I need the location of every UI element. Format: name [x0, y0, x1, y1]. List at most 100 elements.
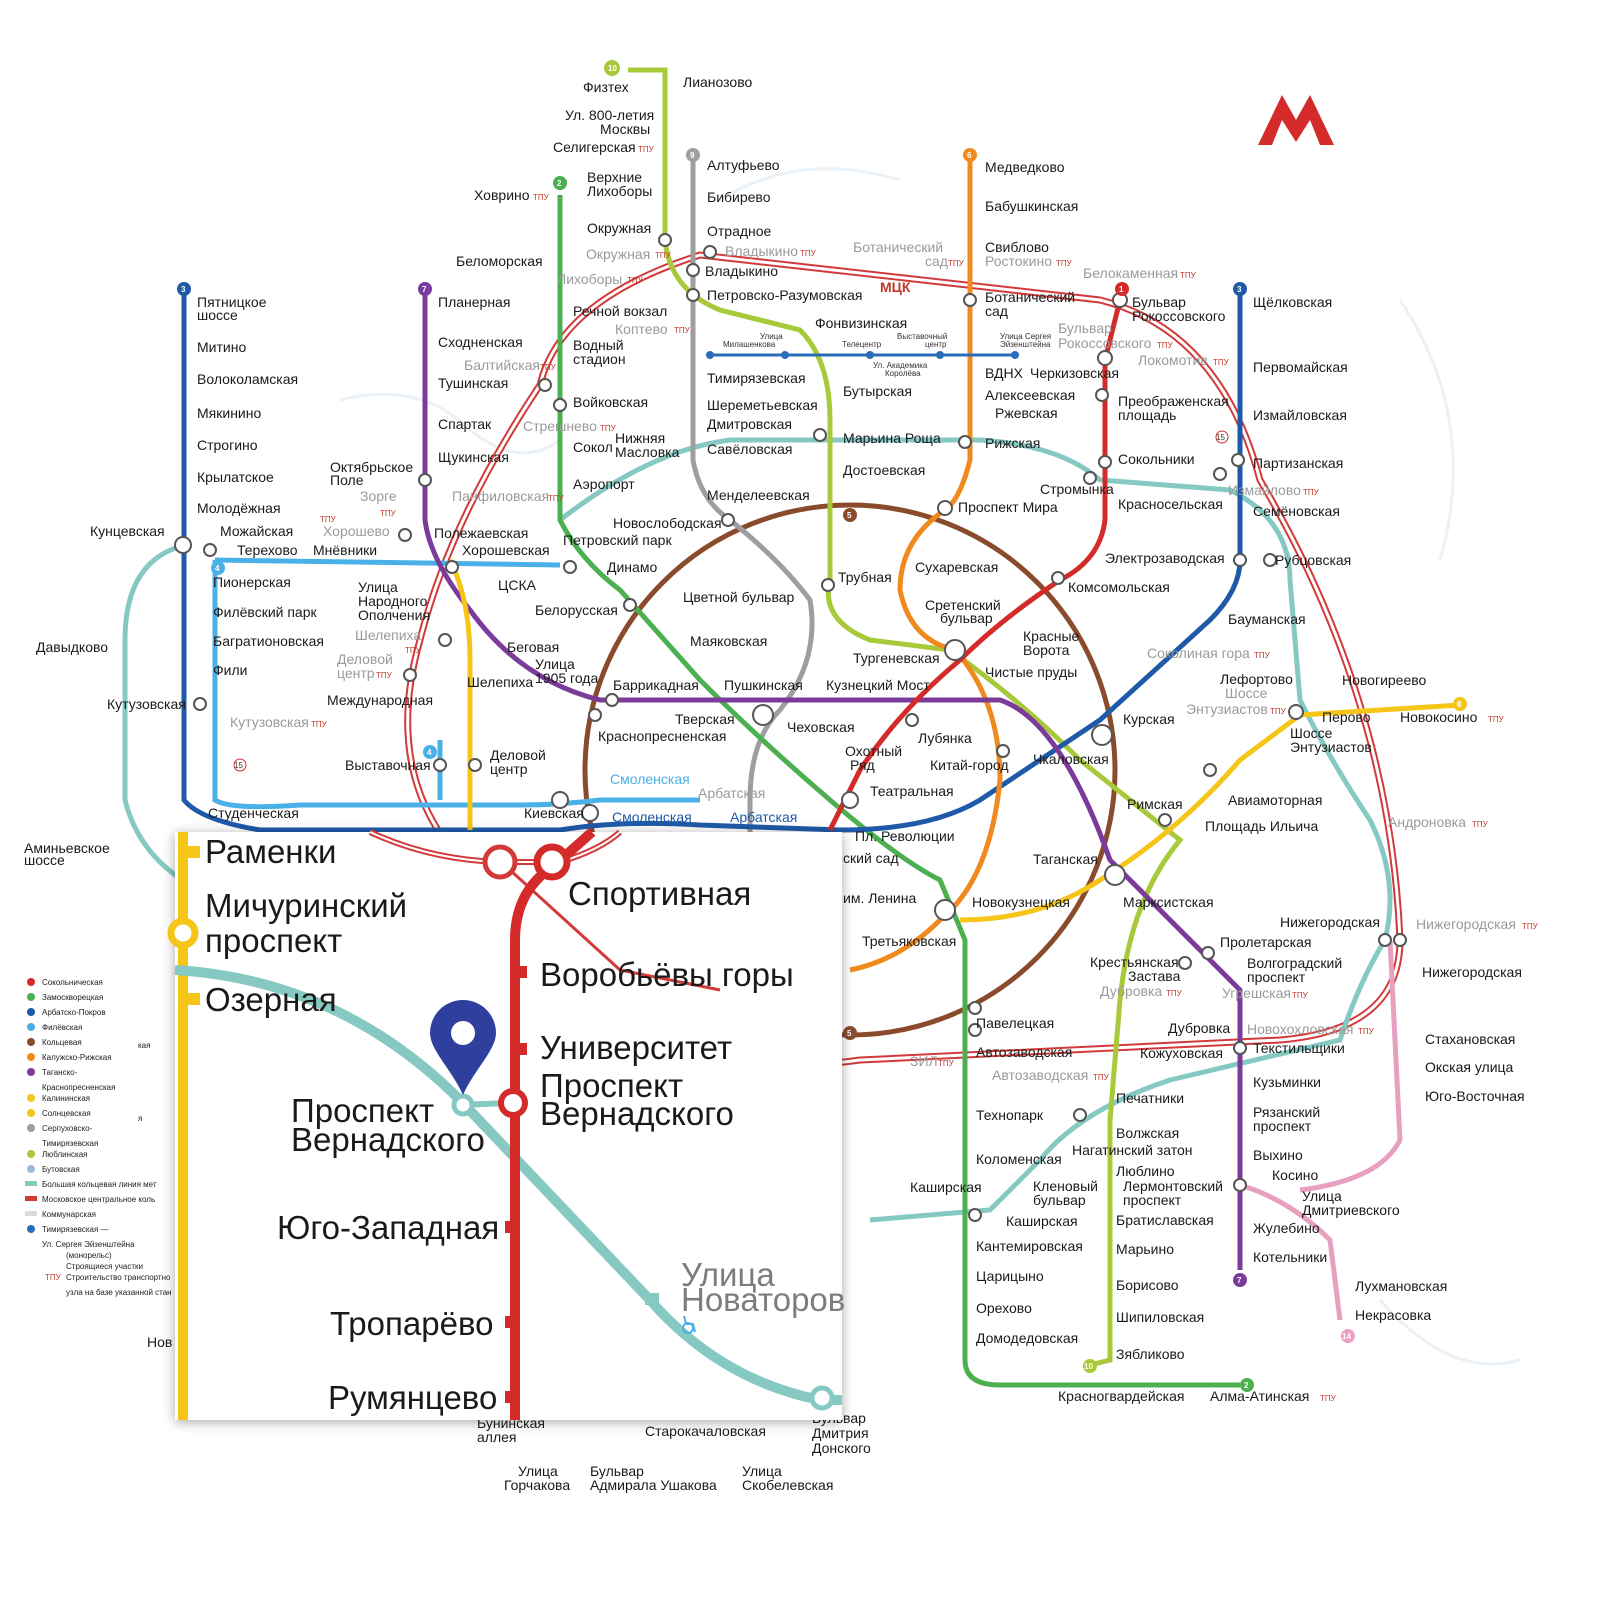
legend-label: Филёвская	[42, 1023, 82, 1032]
legend-line-badge	[27, 1094, 35, 1102]
station-label: Таганская	[1033, 851, 1098, 867]
svg-text:9: 9	[690, 151, 695, 160]
inset-station-label: проспект	[205, 922, 342, 959]
station-label: Отрадное	[707, 223, 772, 239]
station-label: Скобелевская	[742, 1477, 833, 1493]
interchanges	[174, 233, 1407, 1222]
station-label: Динамо	[607, 559, 657, 575]
station-label: Рокоссовского	[1058, 335, 1152, 351]
station-label: Поле	[330, 472, 364, 488]
station-label: Терехово	[237, 542, 298, 558]
station-label: Нагатинский затон	[1072, 1142, 1192, 1158]
line-6	[849, 160, 1003, 973]
legend-label: Арбатско-Покров	[42, 1008, 106, 1017]
station-label: Речной вокзал	[573, 303, 667, 319]
station-label: Селигерская	[553, 139, 636, 155]
station-label: Международная	[327, 692, 433, 708]
svg-text:ТПУ: ТПУ	[1166, 989, 1183, 998]
station-label: Кутузовская	[107, 696, 186, 712]
station-label: Энтузиастов	[1290, 739, 1372, 755]
station-label: Ворота	[1023, 642, 1070, 658]
station-label: Сухаревская	[915, 559, 998, 575]
station-label: Щёлковская	[1253, 294, 1332, 310]
line-7	[422, 295, 1243, 1270]
legend-label: Московское центральное коль	[42, 1195, 155, 1204]
svg-text:2: 2	[557, 179, 562, 188]
station-label: Кузнецкий Мост	[826, 677, 930, 693]
station-label: Жулебино	[1253, 1220, 1320, 1236]
station-label: Лихоборы	[557, 271, 622, 287]
svg-text:ТПУ: ТПУ	[948, 259, 965, 268]
station-label: Кузьминки	[1253, 1074, 1321, 1090]
station-label: Беговая	[507, 639, 559, 655]
svg-text:ТПУ: ТПУ	[627, 276, 644, 285]
inset-ticks-yellow	[188, 846, 200, 1005]
station-label: Ростокино	[985, 253, 1052, 269]
station-label: Красносельская	[1118, 496, 1223, 512]
station-label: Менделеевская	[707, 487, 810, 503]
line-1	[827, 299, 1123, 832]
legend: СокольническаяЗамоскворецкаяАрбатско-Пок…	[25, 978, 172, 1297]
station-label: Нижегородская	[1422, 964, 1522, 980]
station-label: Волоколамская	[197, 371, 298, 387]
station-label: Алтуфьево	[707, 157, 780, 173]
station-label: Автозаводская	[992, 1067, 1088, 1083]
station-label: Третьяковская	[862, 933, 956, 949]
station-label: Борисово	[1116, 1277, 1179, 1293]
station-label: Лубянка	[918, 730, 972, 746]
legend-label: узла на базе указанной стан	[66, 1288, 172, 1297]
station-label: Планерная	[438, 294, 510, 310]
station-label: центр	[925, 340, 947, 349]
legend-line-badge	[27, 993, 35, 1001]
station-label: Донского	[812, 1440, 871, 1456]
station-label: Щукинская	[438, 449, 509, 465]
station-label: Андроновка	[1388, 814, 1466, 830]
station-label: Рокоссовского	[1132, 308, 1226, 324]
svg-text:3: 3	[1237, 285, 1242, 294]
station-label: Масловка	[615, 444, 680, 460]
station-label: Новокосино	[1400, 709, 1478, 725]
svg-text:ТПУ: ТПУ	[1093, 1073, 1110, 1082]
station-label: Красные	[1023, 628, 1080, 644]
svg-text:4: 4	[215, 564, 220, 573]
station-label: Красногвардейская	[1058, 1388, 1184, 1404]
svg-text:5: 5	[847, 1029, 852, 1038]
station-label: Смоленская	[610, 771, 690, 787]
station-label: Соколиная гора	[1147, 645, 1250, 661]
legend-line-badge	[27, 1150, 35, 1158]
inset-station-label: Озерная	[205, 981, 337, 1018]
station-label: Давыдково	[36, 639, 108, 655]
station-label: Аминьевское	[24, 840, 110, 856]
legend-tpu-mark: ТПУ	[45, 1273, 62, 1282]
station-label: Панфиловская	[452, 488, 549, 504]
station-label: бульвар	[1033, 1192, 1086, 1208]
station-labels: Физтех Лианозово Ул. 800-летия Москвы Се…	[24, 74, 1525, 1493]
legend-item: Филёвская	[27, 1023, 82, 1032]
legend-label: Ул. Сергея Эйзенштейна	[42, 1240, 135, 1249]
station-label: шоссе	[197, 307, 238, 323]
svg-text:3: 3	[181, 285, 186, 294]
station-label: Бульвар	[1132, 294, 1186, 310]
station-label: Павелецкая	[976, 1015, 1054, 1031]
svg-text:ТПУ: ТПУ	[1303, 488, 1320, 497]
svg-text:ТПУ: ТПУ	[533, 193, 550, 202]
station-label: Кожуховская	[1140, 1045, 1223, 1061]
svg-text:5: 5	[847, 511, 852, 520]
station-label: Крестьянская	[1090, 954, 1179, 970]
svg-text:ТПУ: ТПУ	[1213, 358, 1230, 367]
legend-label: Серпуховско-	[42, 1124, 93, 1133]
station-label: Шелепиха	[467, 674, 533, 690]
legend-item: Серпуховско-	[27, 1124, 93, 1133]
station-label: им. Ленина	[843, 890, 916, 906]
station-label: Рязанский	[1253, 1104, 1320, 1120]
station-label: Ополчения	[358, 607, 430, 623]
svg-text:14: 14	[1342, 1332, 1351, 1341]
station-label: Студенческая	[208, 805, 299, 821]
station-label: Лермонтовский	[1123, 1178, 1223, 1194]
station-label: Сретенский	[925, 597, 1001, 613]
station-label: Проспект Мира	[958, 499, 1058, 515]
station-label: Алма-Атинская	[1210, 1388, 1309, 1404]
inset-station-label: Юго-Западная	[277, 1209, 499, 1246]
station-label: Водный	[573, 337, 624, 353]
station-label: Бибирево	[707, 189, 771, 205]
